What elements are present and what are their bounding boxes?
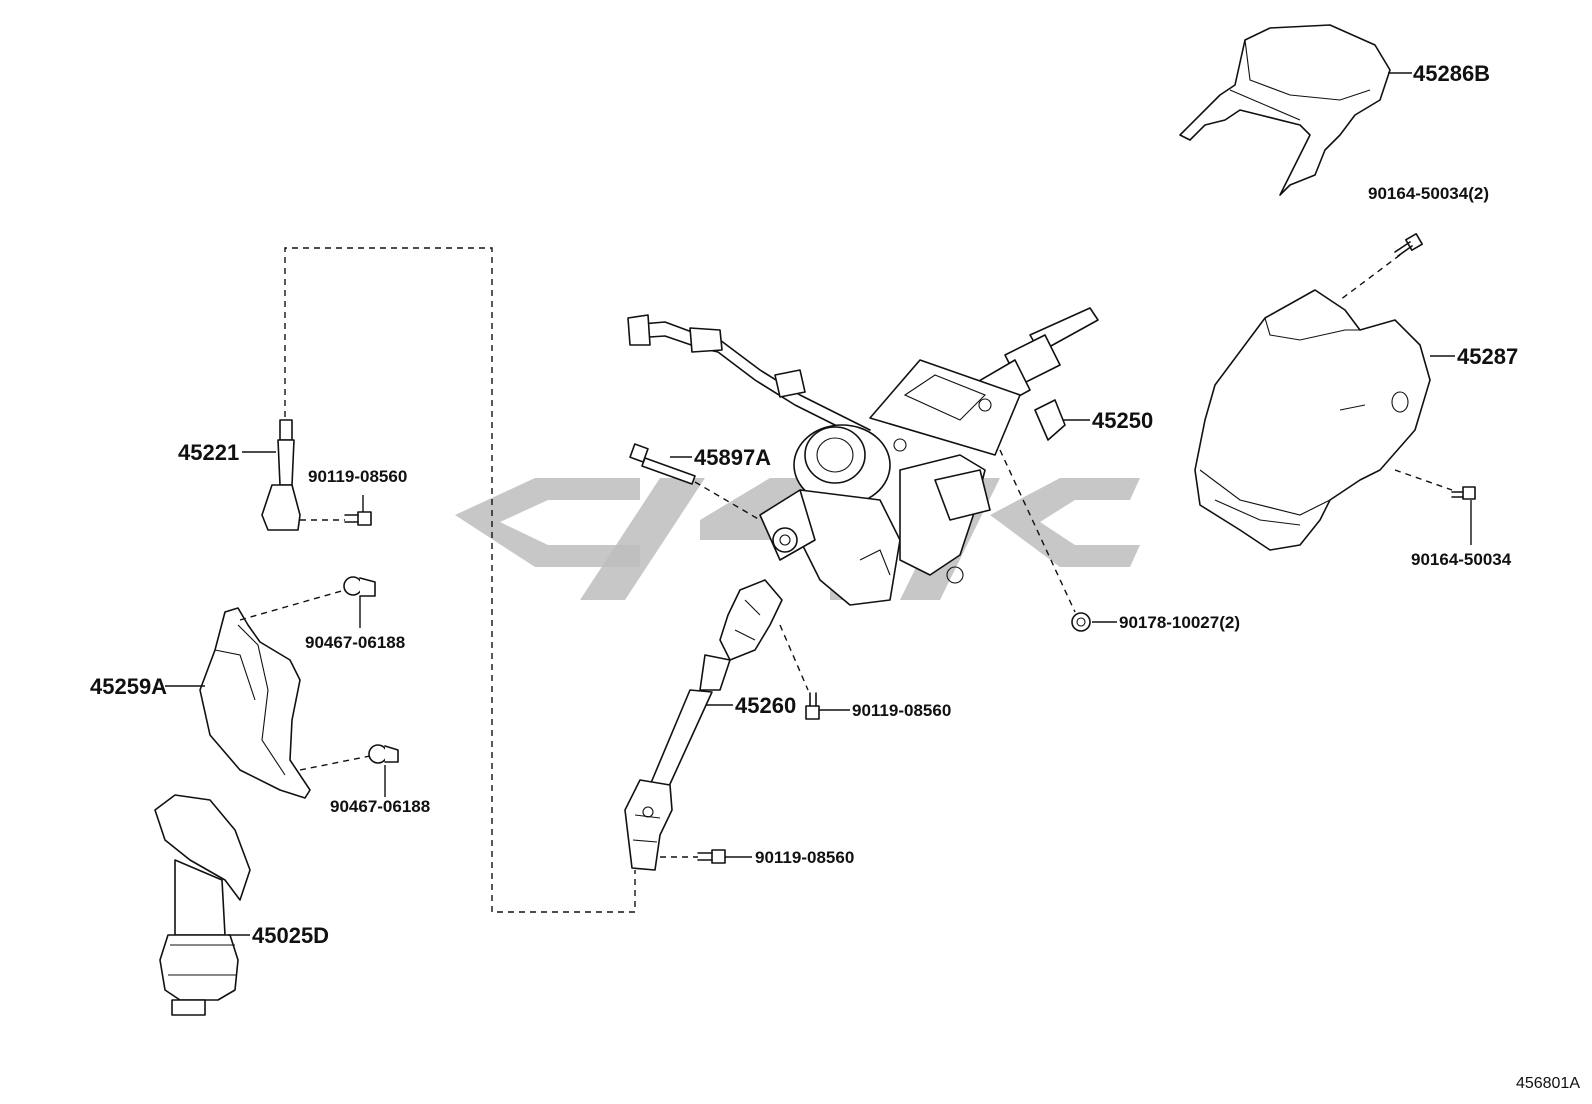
steering-column-part[interactable] [627,307,1099,606]
callout-45259A: 45259A [90,674,167,699]
screw-90164-upper-icon[interactable] [1394,233,1423,257]
callout-90178-10027-2: 90178-10027(2) [1119,613,1240,632]
bolt-45897A-icon[interactable] [629,443,696,485]
callout-45250: 45250 [1092,408,1153,433]
nut-90178-icon[interactable] [1071,612,1091,632]
callout-90119-08560-upper: 90119-08560 [308,467,407,486]
callout-45221: 45221 [178,440,239,465]
dashed-leader [299,755,371,771]
boot-45025D-part[interactable] [154,794,251,1016]
dashed-leader [779,624,809,691]
callout-90119-08560-lower: 90119-08560 [755,848,854,867]
callout-45025D: 45025D [252,923,329,948]
dashed-leader [1394,469,1453,491]
callout-90119-08560-middle: 90119-08560 [852,701,951,720]
bolt-90119-lower-icon[interactable] [697,849,726,864]
callout-45287: 45287 [1457,344,1518,369]
shaft-45221-part[interactable] [261,419,301,531]
callout-90164-50034-2: 90164-50034(2) [1368,184,1489,203]
callout-90467-06188-upper: 90467-06188 [305,633,405,652]
bolt-90119-upper-icon[interactable] [344,511,372,526]
diagram-reference-code: 456801A [1515,1075,1580,1092]
dashed-leader [999,449,1076,613]
dashed-leader [239,589,346,621]
callout-45260: 45260 [735,693,796,718]
clip-90467-upper-icon[interactable] [343,576,376,597]
callout-90467-06188-lower: 90467-06188 [330,797,430,816]
cover-45259A-part[interactable] [199,607,311,799]
assembly-boundary [284,247,636,913]
callout-90164-50034: 90164-50034 [1411,550,1512,569]
lower-column-cover-part[interactable] [1194,289,1431,551]
callout-45286B: 45286B [1413,61,1490,86]
intermediate-shaft-part[interactable] [624,579,783,871]
dashed-leader [1339,254,1401,301]
screw-90164-lower-icon[interactable] [1451,486,1476,500]
upper-column-cover-part[interactable] [1179,24,1391,196]
clip-90467-lower-icon[interactable] [368,744,399,764]
bolt-90119-middle-icon[interactable] [805,692,820,720]
dashed-leader [694,481,761,521]
callout-45897A: 45897A [694,445,771,470]
